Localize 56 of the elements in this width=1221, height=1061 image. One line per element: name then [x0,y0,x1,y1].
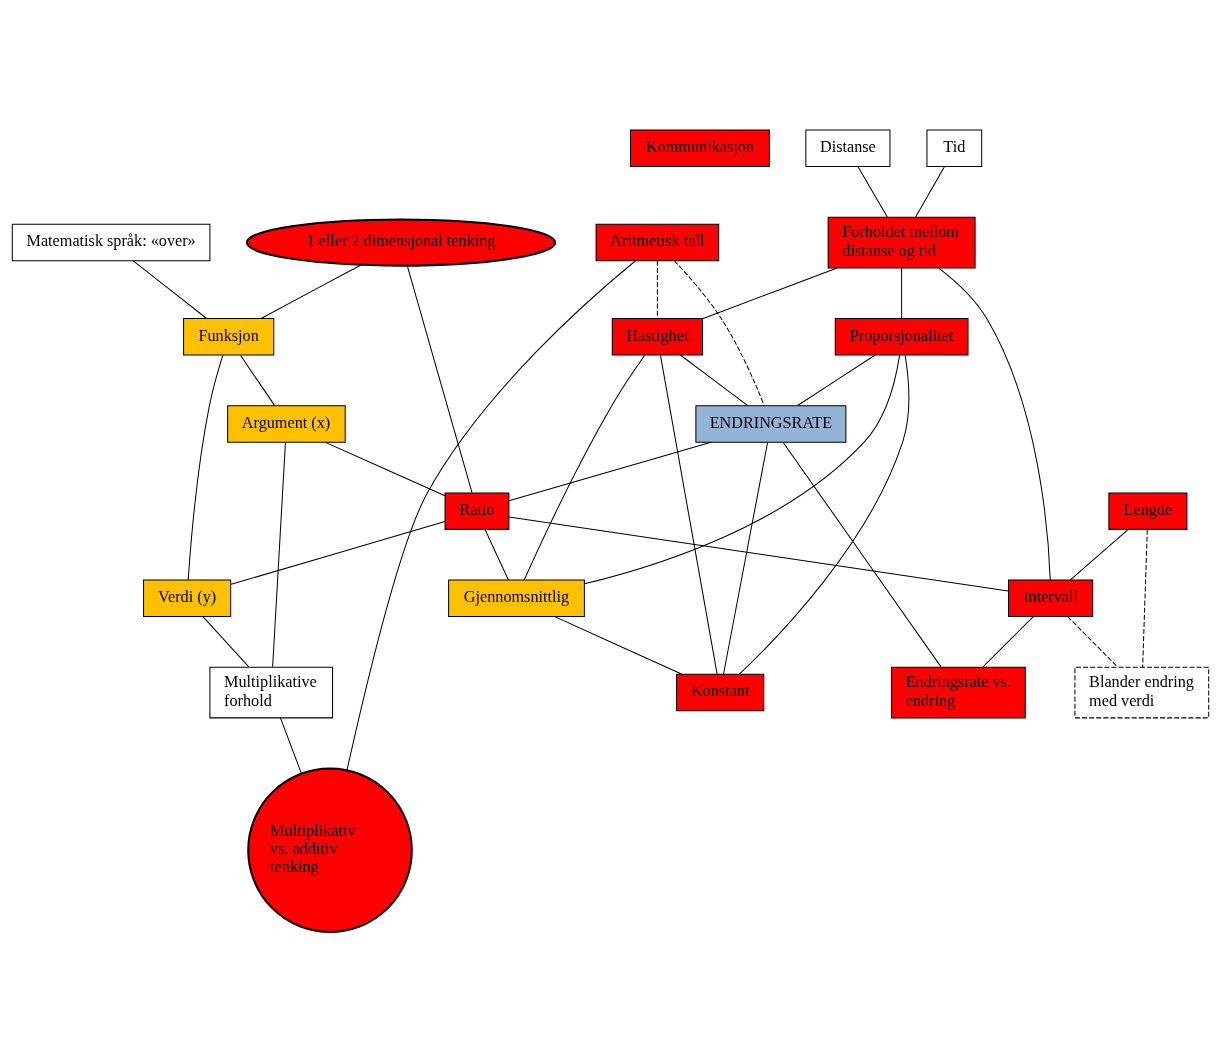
node-box: Matematisk språk: «over» [11,223,211,261]
node-box: Forholdet mellom distanse og tid [827,216,976,268]
connector [132,259,208,319]
connector [674,260,765,406]
connector [523,354,646,580]
connector [982,615,1034,667]
connector [656,259,658,319]
connector [723,441,769,674]
node-box: Konstant [676,673,765,711]
connector [797,354,876,406]
node-box: Blander endring med verdi [1074,666,1210,718]
connector [660,354,718,674]
connector [260,263,362,319]
connector [738,354,910,675]
node-circle: Multiplikativ vs. additiv tenking [247,766,413,933]
connector [187,354,224,580]
connector [324,441,446,496]
connector [272,441,286,667]
connector [938,267,1051,580]
connector [702,266,838,319]
connector [508,515,1009,591]
connector [915,165,945,217]
node-box: Aritmetisk tall [595,223,720,261]
connector [240,354,276,406]
node-box: Ratio [444,491,510,530]
connector [1142,528,1148,668]
connector [1067,615,1118,667]
connector [508,441,712,501]
connector [202,615,250,667]
connector [406,264,473,493]
node-box: Distanse [805,129,891,167]
connector [279,716,302,774]
node-box: Argument (x) [227,404,346,443]
node-box: Proporsjonalitet [834,317,969,356]
connector [1069,528,1129,580]
node-box: Kommunikasjon [630,129,770,167]
node-box: Intervall [1008,579,1094,617]
connector [782,441,942,667]
connector [857,165,888,217]
node-box: Hastighet [611,317,703,356]
connector [230,520,446,585]
connector [554,615,683,675]
node-box: Tid [926,129,983,167]
node-box: Funksjon [183,317,275,356]
node-box: ENDRINGSRATE [695,404,847,443]
node-box: Endringsrate vs. endring [891,666,1026,718]
node-box: Multiplikative forhold [209,666,334,718]
connector [584,354,901,584]
connector [680,354,749,406]
node-box: Verdi (y) [143,579,232,617]
node-box: Lengde [1108,491,1188,530]
connector [484,528,509,580]
node-box: Gjennomsnittlig [448,579,585,617]
node-ellipse: 1 eller 2 dimensjonal tenking [245,217,557,267]
connector [901,267,903,319]
connector [346,260,636,771]
